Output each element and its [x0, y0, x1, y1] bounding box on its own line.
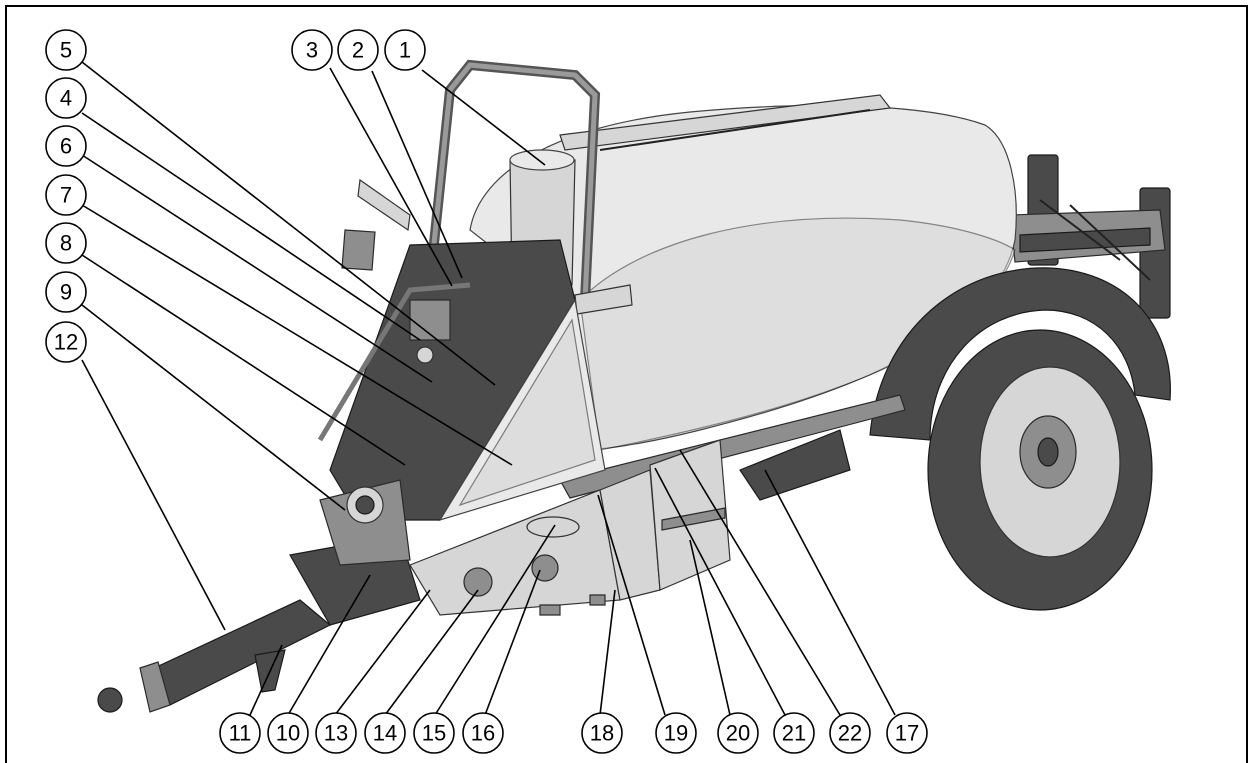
callout-20: 20: [717, 712, 759, 754]
svg-text:15: 15: [422, 721, 446, 746]
callout-8: 8: [45, 222, 87, 264]
leader-6: [81, 154, 433, 383]
callout-15: 15: [413, 712, 455, 754]
leader-13: [334, 589, 431, 716]
diagram-frame: [5, 5, 1248, 763]
callout-4: 4: [45, 77, 87, 119]
callout-13: 13: [315, 712, 357, 754]
svg-text:1: 1: [399, 38, 411, 63]
callout-9: 9: [45, 271, 87, 313]
callout-10: 10: [267, 712, 309, 754]
leader-18: [599, 589, 616, 716]
leader-22: [679, 449, 841, 716]
svg-text:5: 5: [60, 38, 72, 63]
leader-17: [764, 469, 896, 716]
callout-14: 14: [364, 712, 406, 754]
leader-15: [434, 524, 556, 716]
callout-3: 3: [291, 29, 333, 71]
callout-2: 2: [337, 29, 379, 71]
leader-5: [81, 61, 496, 386]
svg-text:14: 14: [373, 721, 397, 746]
callout-1: 1: [384, 29, 426, 71]
leader-11: [249, 644, 283, 716]
callout-11: 11: [219, 712, 261, 754]
svg-text:7: 7: [60, 183, 72, 208]
svg-text:6: 6: [60, 134, 72, 159]
callouts: 1 2 3 5 4 6 7 8 9 12 11 10 13 14 15 16 1…: [45, 29, 928, 754]
sprayer-illustration: [97, 59, 1171, 713]
callout-6: 6: [45, 125, 87, 167]
leader-12: [81, 359, 226, 631]
leader-14: [384, 589, 479, 716]
svg-text:11: 11: [229, 721, 252, 746]
hitch-ring: [97, 687, 123, 713]
callout-21: 21: [773, 712, 815, 754]
callout-16: 16: [462, 712, 504, 754]
svg-text:16: 16: [471, 721, 495, 746]
callout-22: 22: [829, 712, 871, 754]
leader-8: [81, 254, 406, 466]
svg-text:18: 18: [590, 721, 614, 746]
leader-21: [654, 467, 786, 716]
leader-lines: [81, 61, 896, 716]
svg-text:17: 17: [895, 721, 919, 746]
callout-5: 5: [45, 29, 87, 71]
leader-4: [81, 112, 421, 341]
leader-9: [81, 304, 346, 511]
svg-text:9: 9: [60, 280, 72, 305]
leader-2: [371, 70, 463, 279]
svg-text:4: 4: [60, 86, 72, 111]
svg-text:21: 21: [782, 721, 806, 746]
gauge-right: [531, 554, 559, 582]
svg-text:8: 8: [60, 231, 72, 256]
leader-1: [421, 69, 546, 166]
svg-text:22: 22: [838, 721, 862, 746]
svg-text:12: 12: [54, 330, 78, 355]
callout-17: 17: [886, 712, 928, 754]
leader-10: [287, 574, 371, 716]
callout-18: 18: [581, 712, 623, 754]
svg-text:3: 3: [306, 38, 318, 63]
roll-frame: [357, 59, 633, 331]
svg-text:10: 10: [276, 721, 300, 746]
leader-3: [329, 67, 453, 287]
gauge-left: [463, 567, 493, 597]
svg-text:13: 13: [324, 721, 348, 746]
svg-text:20: 20: [726, 721, 750, 746]
fender: [869, 267, 1171, 441]
leader-16: [484, 569, 541, 716]
svg-text:2: 2: [352, 38, 364, 63]
leader-19: [597, 494, 666, 716]
svg-text:19: 19: [664, 721, 688, 746]
callout-19: 19: [655, 712, 697, 754]
rear-boom: [1009, 154, 1171, 319]
leader-7: [81, 204, 513, 466]
callout-7: 7: [45, 174, 87, 216]
callout-12: 12: [45, 321, 87, 363]
leader-20: [689, 539, 731, 716]
